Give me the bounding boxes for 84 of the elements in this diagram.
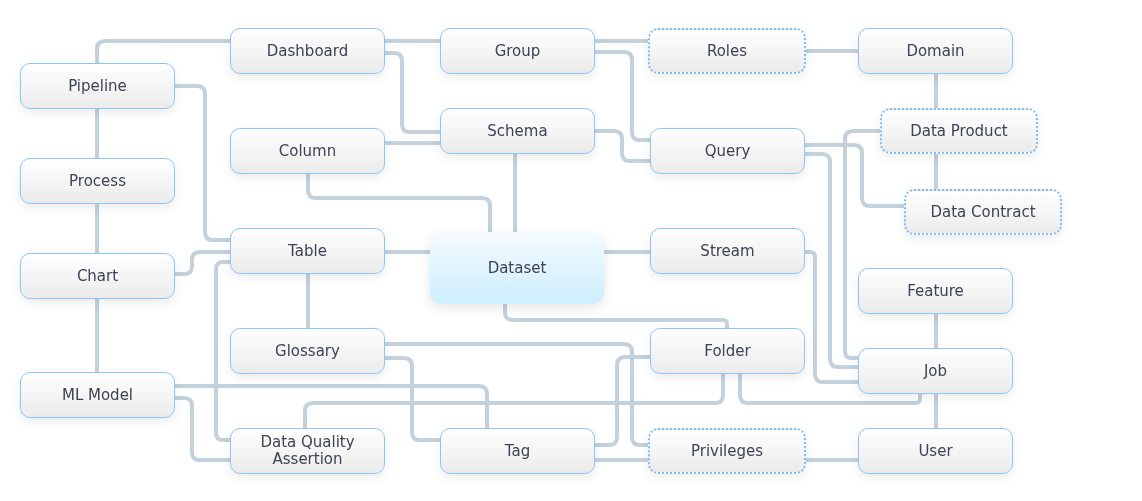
entity-box bbox=[230, 228, 385, 274]
node-label: Query bbox=[703, 142, 752, 160]
node-label: Tag bbox=[503, 442, 532, 460]
connector-line bbox=[385, 51, 440, 134]
node-label: Data Contract bbox=[929, 203, 1037, 221]
node-label: Domain bbox=[905, 42, 966, 60]
entity-box bbox=[20, 253, 175, 299]
entity-box bbox=[440, 428, 595, 474]
connector-line bbox=[806, 458, 858, 462]
node-label: Group bbox=[493, 42, 542, 60]
connector-line bbox=[595, 458, 648, 462]
entity-box bbox=[20, 158, 175, 204]
connector-line bbox=[604, 250, 650, 254]
connector-line bbox=[385, 39, 440, 43]
node-label: Glossary bbox=[274, 342, 341, 360]
entity-box bbox=[230, 428, 385, 474]
connector-line bbox=[934, 394, 938, 428]
entity-box bbox=[230, 28, 385, 74]
node-label: Dataset bbox=[486, 259, 548, 277]
dotted-entity-box bbox=[904, 189, 1062, 235]
connector-line bbox=[303, 374, 725, 428]
node-label: Job bbox=[922, 362, 949, 380]
connector-line bbox=[306, 174, 492, 232]
connector-line bbox=[595, 50, 650, 142]
connector-line bbox=[306, 274, 310, 328]
connector-line bbox=[503, 304, 729, 328]
connector-line bbox=[95, 299, 99, 372]
connector-line bbox=[595, 355, 650, 447]
node-label: Roles bbox=[705, 42, 749, 60]
connector-line bbox=[934, 154, 938, 189]
node-label: Feature bbox=[906, 282, 965, 300]
connector-line bbox=[805, 250, 858, 384]
entity-box bbox=[858, 268, 1013, 314]
connector-line bbox=[595, 129, 650, 163]
dotted-entity-box bbox=[648, 28, 806, 74]
node-label: Data Quality Assertion bbox=[259, 434, 356, 468]
node-label: Chart bbox=[75, 267, 120, 285]
node-label: Pipeline bbox=[67, 77, 128, 95]
connector-line bbox=[385, 342, 648, 447]
connector-line bbox=[934, 74, 938, 108]
connector-line bbox=[175, 84, 230, 242]
entity-box bbox=[440, 108, 595, 154]
connector-line bbox=[513, 154, 517, 232]
node-label: Table bbox=[287, 242, 328, 260]
connector-line bbox=[843, 129, 880, 360]
dotted-entity-box bbox=[648, 428, 806, 474]
connector-line bbox=[805, 143, 904, 208]
connector-line bbox=[805, 152, 858, 369]
connector-line bbox=[95, 109, 99, 158]
node-label: Stream bbox=[699, 242, 756, 260]
connector-line bbox=[175, 250, 230, 276]
connector-line bbox=[385, 141, 440, 145]
entity-box bbox=[858, 28, 1013, 74]
node-label: Privileges bbox=[689, 442, 765, 460]
node-label: Schema bbox=[486, 122, 549, 140]
connector-line bbox=[595, 39, 648, 43]
connector-line bbox=[214, 260, 230, 442]
entity-box bbox=[650, 328, 805, 374]
entity-box bbox=[20, 63, 175, 109]
central-entity-box bbox=[430, 232, 604, 304]
dotted-entity-box bbox=[880, 108, 1038, 154]
entity-box bbox=[650, 128, 805, 174]
entity-box bbox=[858, 348, 1013, 394]
connector-line bbox=[175, 396, 230, 462]
connector-line bbox=[175, 384, 489, 428]
node-label: Folder bbox=[703, 342, 752, 360]
node-label: Data Product bbox=[909, 122, 1009, 140]
node-label: Process bbox=[68, 172, 127, 190]
connector-line bbox=[934, 314, 938, 348]
connector-line bbox=[385, 250, 430, 254]
entity-box bbox=[20, 372, 175, 418]
node-label: Dashboard bbox=[265, 42, 350, 60]
connector-line bbox=[806, 49, 858, 53]
node-label: ML Model bbox=[60, 386, 135, 404]
entity-box bbox=[230, 128, 385, 174]
entity-box bbox=[858, 428, 1013, 474]
entity-box bbox=[440, 28, 595, 74]
node-label: User bbox=[917, 442, 954, 460]
connector-line bbox=[95, 204, 99, 253]
connector-line bbox=[738, 374, 922, 405]
node-label: Column bbox=[277, 142, 338, 160]
entity-box bbox=[230, 328, 385, 374]
connector-line bbox=[385, 356, 440, 442]
entity-box bbox=[650, 228, 805, 274]
